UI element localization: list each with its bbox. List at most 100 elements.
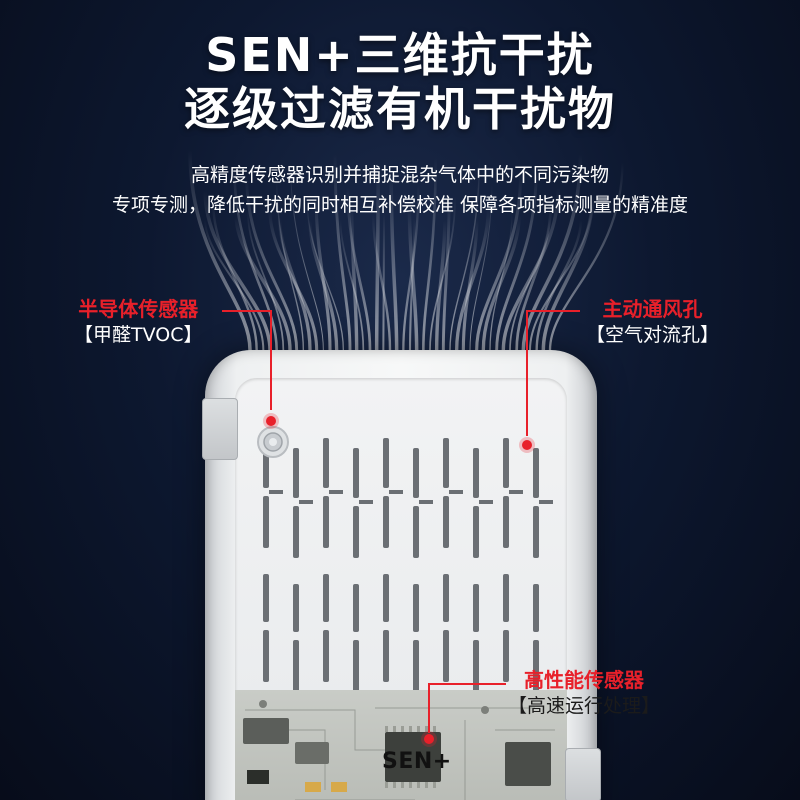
sen-plus-board-label: SEN+ (382, 749, 452, 774)
vent-slot-bar (299, 500, 313, 504)
vent-slot (263, 496, 269, 548)
vent-slot (383, 630, 389, 682)
airflow-streak (434, 218, 447, 352)
airflow-streak (339, 218, 365, 351)
vent-slot (443, 630, 449, 682)
airflow-streak (515, 203, 553, 352)
airflow-streak (535, 218, 583, 352)
vent-slot (323, 574, 329, 622)
vent-slot (383, 438, 389, 488)
vent-slot (413, 506, 419, 558)
vent-slot (293, 448, 299, 498)
airflow-streak (268, 207, 319, 352)
vent-slot-bar (509, 490, 523, 494)
device-vent-panel (235, 378, 567, 708)
vent-slot (473, 640, 479, 692)
vent-slot (473, 448, 479, 498)
vent-slot (293, 584, 299, 632)
leader-line-highperf-v (428, 683, 430, 733)
right-side-clip (565, 748, 601, 800)
airflow-streak (441, 195, 451, 352)
vent-slot (323, 496, 329, 548)
callout-vent-sub: 【空气对流孔】 (586, 324, 720, 346)
subheadline-line-2: 专项专测，降低干扰的同时相互补偿校准 保障各项指标测量的精准度 (111, 194, 689, 216)
vent-slots (257, 426, 553, 692)
vent-slot (443, 574, 449, 622)
callout-high-performance-sensor: 高性能传感器 【高速运行处理】 (508, 667, 660, 719)
vent-slot (353, 506, 359, 558)
vent-slot (293, 640, 299, 692)
vent-slot (473, 506, 479, 558)
headline-line-1: SEN+三维抗干扰 (205, 28, 595, 82)
vent-slot (353, 640, 359, 692)
vent-slot (533, 506, 539, 558)
subheadline-line-1: 高精度传感器识别并捕捉混杂气体中的不同污染物 (190, 164, 609, 186)
vent-slot (293, 506, 299, 558)
vent-slot (443, 438, 449, 488)
vent-slot (473, 584, 479, 632)
airflow-streak (495, 167, 538, 352)
airflow-streak (548, 160, 624, 352)
airflow-streak (333, 152, 352, 352)
vent-slot (383, 496, 389, 548)
airflow-streak (232, 164, 278, 352)
callout-active-vent: 主动通风孔 【空气对流孔】 (586, 296, 719, 348)
air-quality-device (205, 350, 597, 800)
callout-highperf-sub: 【高速运行处理】 (508, 695, 661, 717)
vent-slot-bar (359, 500, 373, 504)
vent-slot (503, 574, 509, 622)
vent-slot-bar (449, 490, 463, 494)
airflow-streak (203, 188, 272, 352)
left-side-clip (202, 398, 238, 460)
vent-slot (383, 574, 389, 622)
callout-highperf-title: 高性能传感器 (524, 668, 644, 692)
airflow-streak (349, 203, 359, 352)
semiconductor-sensor-port-icon (257, 426, 289, 458)
marker-dot-highperf (424, 734, 434, 744)
airflow-streak (204, 218, 265, 351)
vent-slot (533, 448, 539, 498)
airflow-streak (461, 216, 479, 352)
headline: SEN+三维抗干扰 逐级过滤有机干扰物 (0, 28, 800, 136)
subheadline: 高精度传感器识别并捕捉混杂气体中的不同污染物 专项专测，降低干扰的同时相互补偿校… (0, 160, 800, 220)
vent-slot-bar (479, 500, 493, 504)
airflow-streak (382, 212, 386, 351)
leader-line-highperf-h (428, 683, 506, 685)
vent-slot (263, 630, 269, 682)
vent-slot (413, 640, 419, 692)
callout-semiconductor-sensor: 半导体传感器 【甲醛TVOC】 (74, 296, 203, 348)
airflow-streak (402, 182, 420, 352)
airflow-streak (449, 157, 481, 351)
callout-semiconductor-sub: 【甲醛TVOC】 (74, 324, 203, 346)
airflow-streak (407, 205, 419, 352)
leader-line-semiconductor-v (270, 310, 272, 410)
marker-dot-semiconductor (266, 416, 276, 426)
vent-slot (443, 496, 449, 548)
vent-slot (533, 640, 539, 692)
vent-slot (413, 448, 419, 498)
vent-slot (353, 584, 359, 632)
vent-slot-bar (389, 490, 403, 494)
marker-dot-vent (522, 440, 532, 450)
airflow-streak (188, 148, 252, 352)
airflow-streak (541, 191, 595, 352)
airflow-streak (389, 171, 399, 352)
leader-line-semiconductor-h (222, 310, 272, 312)
airflow-streak (346, 185, 372, 352)
circuit-board (235, 690, 567, 800)
vent-slot (353, 448, 359, 498)
callout-vent-title: 主动通风孔 (602, 297, 703, 321)
airflow-streak (245, 175, 299, 352)
airflow-streak (372, 213, 392, 352)
vent-slot (533, 584, 539, 632)
vent-slot (503, 496, 509, 548)
headline-line-2: 逐级过滤有机干扰物 (184, 82, 616, 136)
vent-slot-bar (419, 500, 433, 504)
callout-semiconductor-title: 半导体传感器 (78, 297, 199, 321)
airflow-streak (475, 171, 523, 352)
vent-slot (503, 630, 509, 682)
vent-slot-bar (539, 500, 553, 504)
vent-slot (503, 438, 509, 488)
